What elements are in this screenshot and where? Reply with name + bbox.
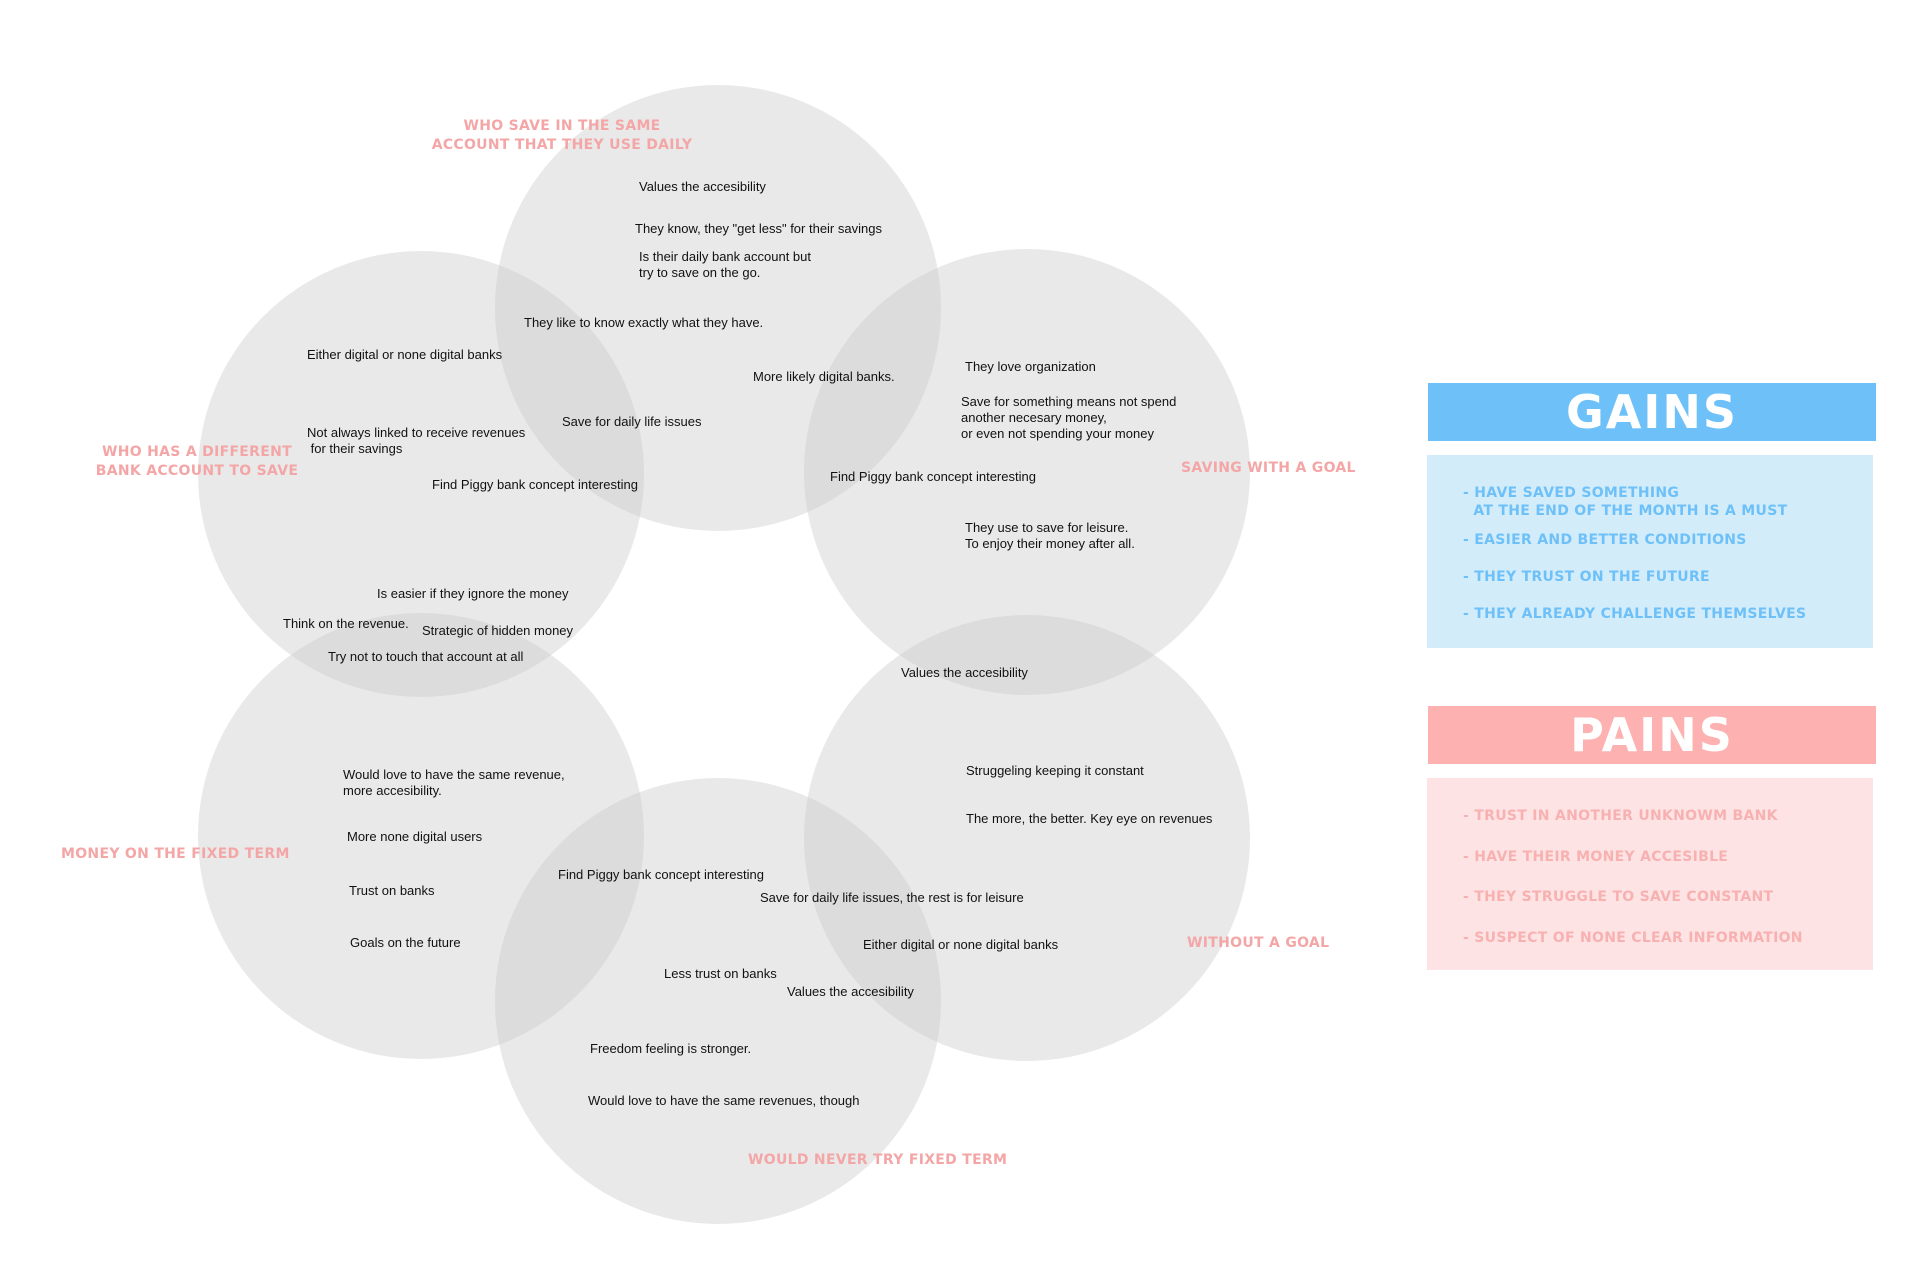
note-bottom-right-daily-leisure: Save for daily life issues, the rest is … — [760, 890, 1024, 905]
pains-header: PAINS — [1428, 706, 1876, 764]
circle-bottom — [495, 778, 941, 1224]
note-left-piggy-bank: Find Piggy bank concept interesting — [432, 477, 638, 492]
note-bottom-right-digital-or-none: Either digital or none digital banks — [863, 937, 1059, 952]
note-bottom-left-piggy-bank: Find Piggy bank concept interesting — [558, 867, 764, 882]
circle-bottom-right — [804, 615, 1250, 1061]
circle-left — [198, 251, 644, 697]
note-bottom-same-revenues: Would love to have the same revenues, th… — [588, 1093, 860, 1108]
note-left-hidden-money: Strategic of hidden money — [422, 623, 574, 638]
note-right-organization: They love organization — [965, 359, 1096, 374]
group-label-bottom-right: WITHOUT A GOAL — [1187, 935, 1330, 951]
note-bottom-less-trust: Less trust on banks — [664, 966, 777, 981]
gains-title: GAINS — [1565, 385, 1739, 439]
note-bottom-left-goals: Goals on the future — [350, 935, 461, 950]
note-top-accesibility: Values the accesibility — [639, 179, 766, 194]
note-left-not-linked: Not always linked to receive revenues fo… — [307, 425, 526, 456]
note-bottom-left-trust-banks: Trust on banks — [349, 883, 435, 898]
group-label-top: WHO SAVE IN THE SAME ACCOUNT THAT THEY U… — [431, 118, 693, 153]
pains-item: - TRUST IN ANOTHER UNKNOWM BANK — [1463, 808, 1778, 824]
pains-item: - HAVE THEIR MONEY ACCESIBLE — [1463, 849, 1729, 865]
note-left-digital-or-none: Either digital or none digital banks — [307, 347, 503, 362]
note-top-daily-issues: Save for daily life issues — [562, 414, 702, 429]
gains-item: - EASIER AND BETTER CONDITIONS — [1463, 532, 1747, 548]
note-right-piggy-bank: Find Piggy bank concept interesting — [830, 469, 1036, 484]
circle-top — [495, 85, 941, 531]
pains-item: - SUSPECT OF NONE CLEAR INFORMATION — [1463, 930, 1803, 946]
note-bottom-right-constant: Struggeling keeping it constant — [966, 763, 1144, 778]
note-bottom-right-accesibility: Values the accesibility — [901, 665, 1028, 680]
circle-right — [804, 249, 1250, 695]
note-left-not-touch: Try not to touch that account at all — [328, 649, 524, 664]
note-bottom-freedom: Freedom feeling is stronger. — [590, 1041, 752, 1056]
note-top-daily-account: Is their daily bank account but try to s… — [639, 249, 811, 280]
gains-item: - THEY ALREADY CHALLENGE THEMSELVES — [1463, 606, 1807, 622]
note-bottom-left-same-revenue: Would love to have the same revenue, mor… — [343, 767, 565, 798]
gains-header: GAINS — [1428, 383, 1876, 441]
note-left-revenue: Think on the revenue. — [283, 616, 409, 631]
pains-panel: - TRUST IN ANOTHER UNKNOWM BANK - HAVE T… — [1427, 778, 1873, 970]
pains-item: - THEY STRUGGLE TO SAVE CONSTANT — [1463, 889, 1774, 905]
note-right-save-for-something: Save for something means not spend anoth… — [961, 394, 1177, 441]
group-label-bottom-left: MONEY ON THE FIXED TERM — [61, 846, 290, 862]
note-right-leisure: They use to save for leisure. To enjoy t… — [965, 520, 1135, 551]
group-label-bottom: WOULD NEVER TRY FIXED TERM — [748, 1152, 1008, 1168]
pains-title: PAINS — [1570, 708, 1734, 762]
gains-panel: - HAVE SAVED SOMETHING AT THE END OF THE… — [1427, 455, 1873, 648]
note-top-get-less: They know, they "get less" for their sav… — [635, 221, 882, 236]
note-bottom-right-revenues: The more, the better. Key eye on revenue… — [966, 811, 1213, 826]
gains-item: - HAVE SAVED SOMETHING AT THE END OF THE… — [1463, 485, 1788, 519]
group-label-left: WHO HAS A DIFFERENT BANK ACCOUNT TO SAVE — [95, 444, 299, 479]
note-bottom-left-non-digital: More none digital users — [347, 829, 483, 844]
note-bottom-accesibility: Values the accesibility — [787, 984, 914, 999]
group-label-right: SAVING WITH A GOAL — [1181, 460, 1356, 476]
note-top-know-exactly: They like to know exactly what they have… — [524, 315, 764, 330]
gains-item: - THEY TRUST ON THE FUTURE — [1463, 569, 1710, 585]
note-left-ignore-money: Is easier if they ignore the money — [377, 586, 569, 601]
circle-bottom-left — [198, 613, 644, 1059]
note-top-digital-banks: More likely digital banks. — [753, 369, 895, 384]
